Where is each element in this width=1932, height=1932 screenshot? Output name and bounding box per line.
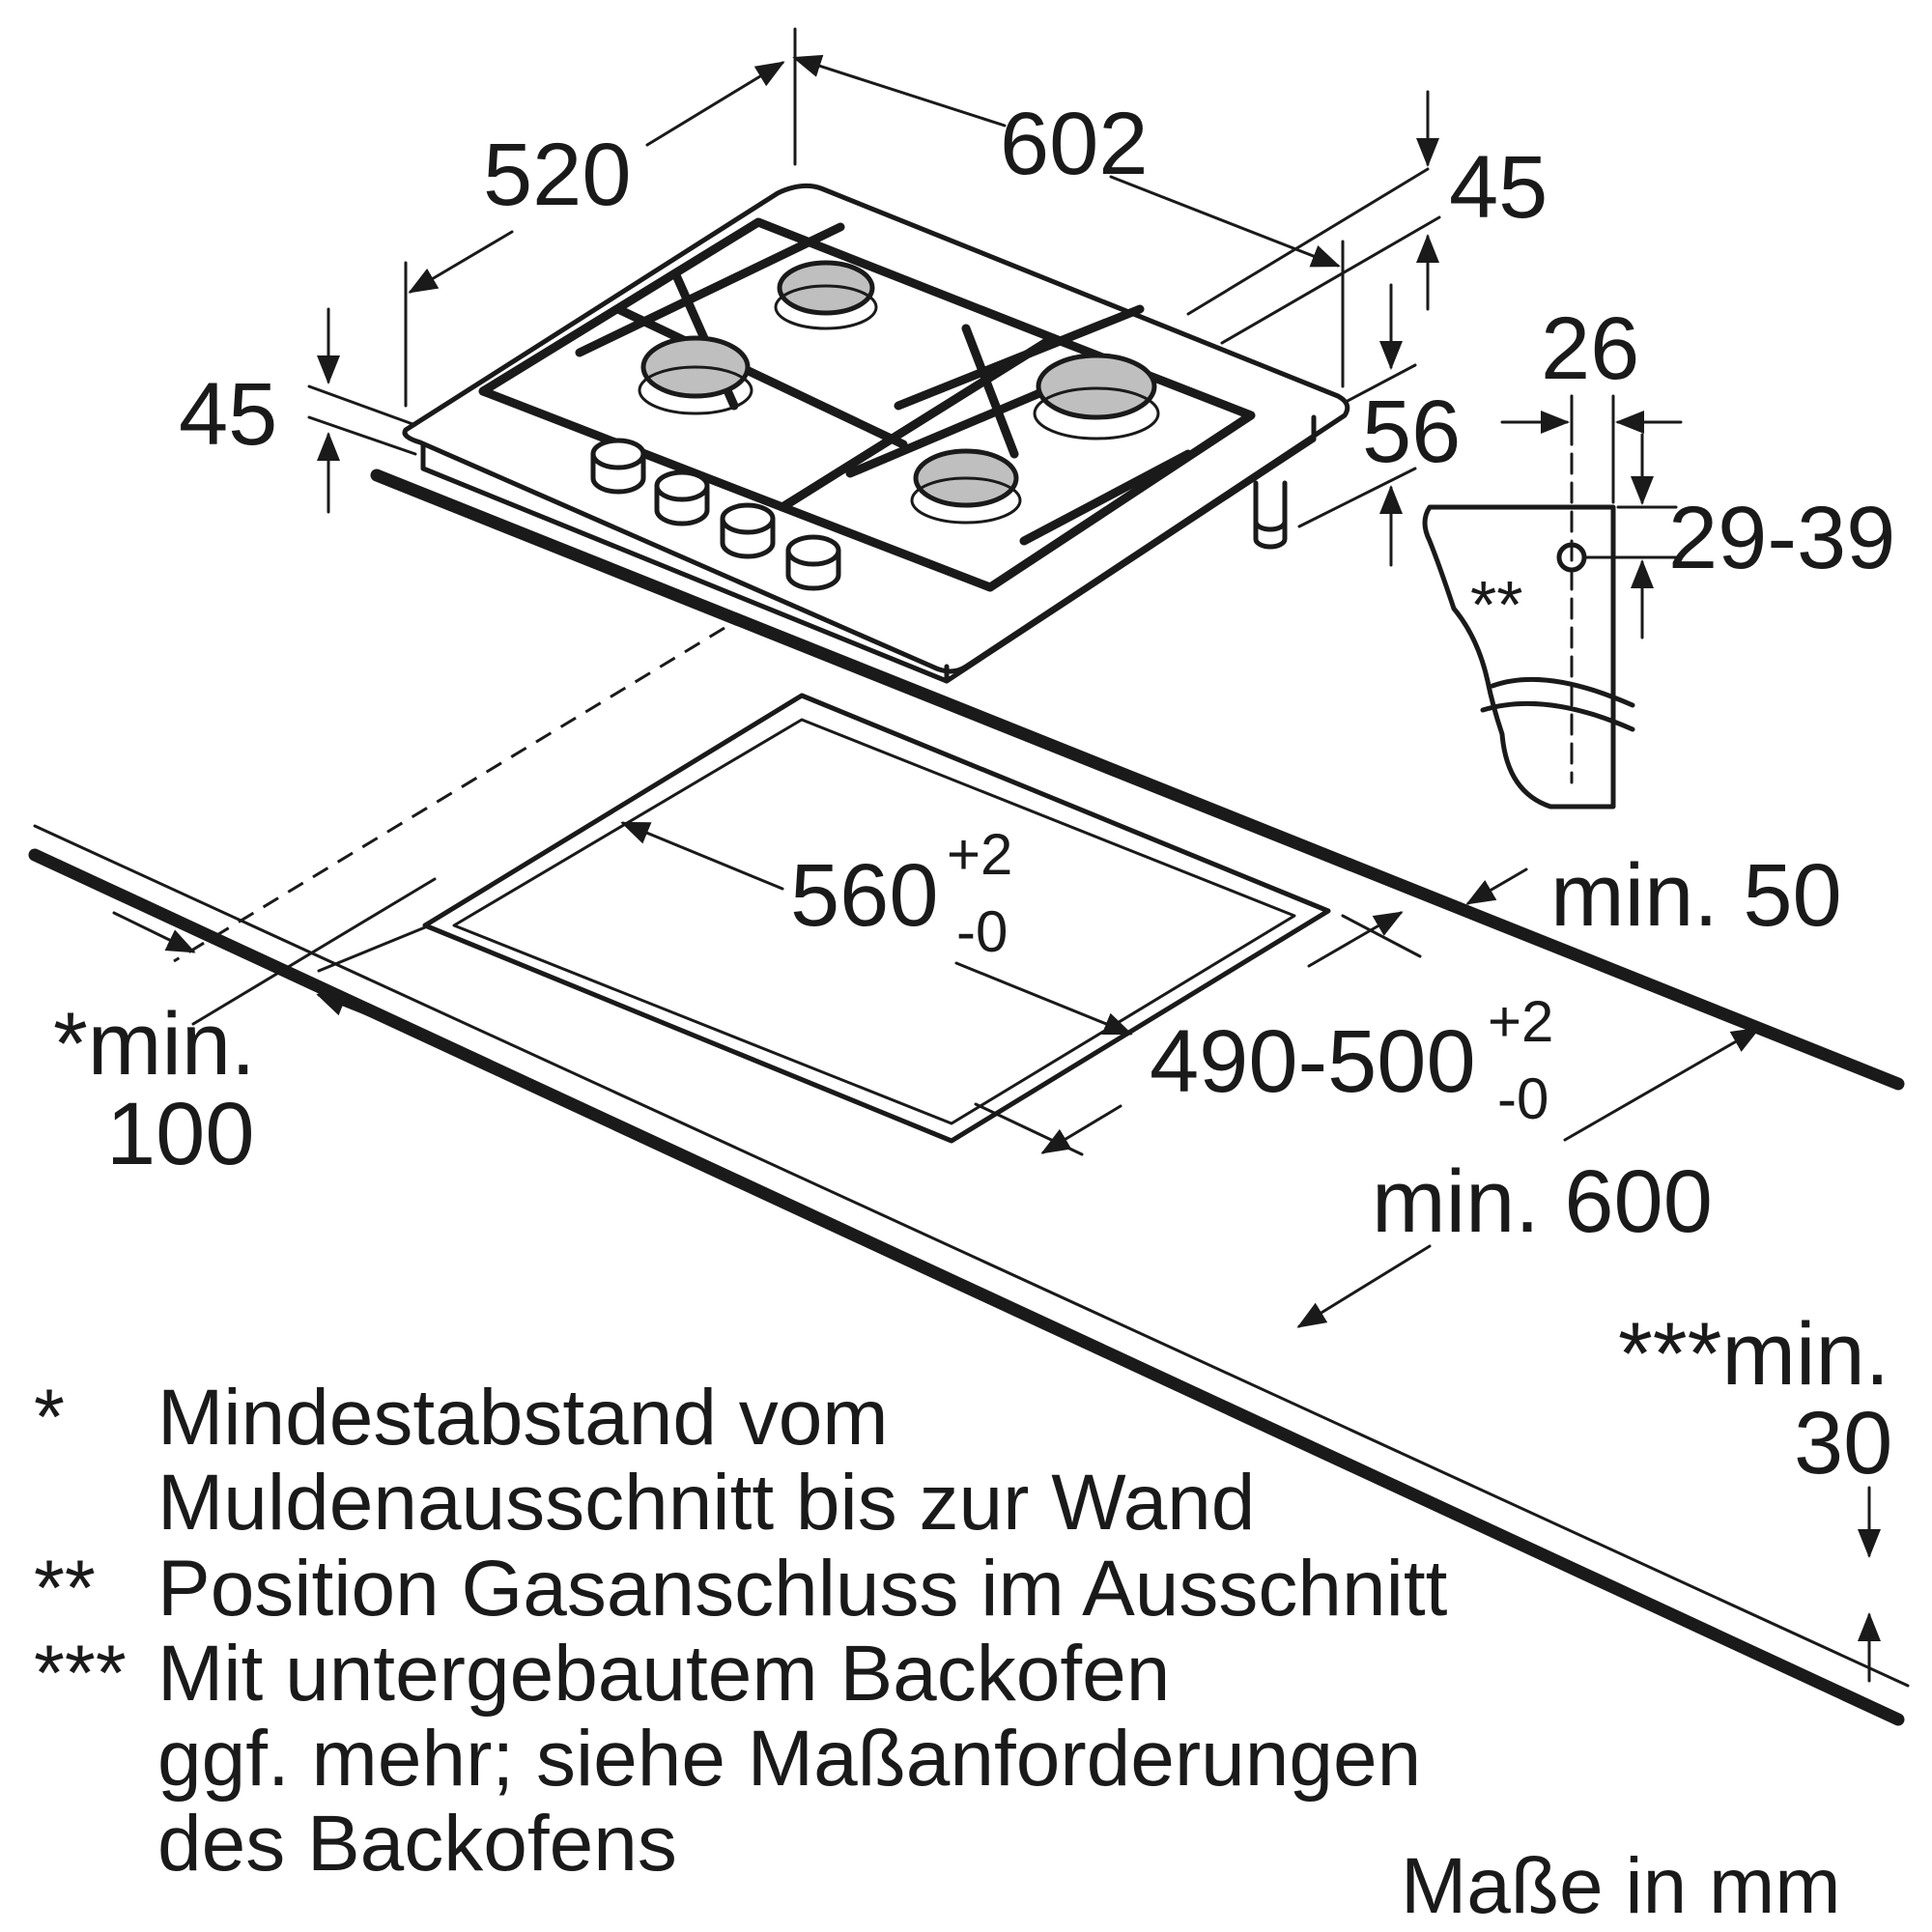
note-1-line-2: Muldenausschnitt bis zur Wand [157, 1459, 1255, 1547]
min-50-label: min. 50 [1550, 846, 1842, 945]
burner-front-left [638, 335, 753, 415]
min-100-label: *min. [53, 995, 256, 1094]
note-3-line-1: Mit untergebautem Backofen [157, 1630, 1170, 1718]
gas-position-marker: ** [1470, 567, 1522, 642]
burner-rear-left [774, 260, 878, 330]
dim-29-39: 29-39 [1668, 489, 1895, 587]
units-label: Maße in mm [1401, 1842, 1841, 1930]
footnotes: * Mindestabstand vom Muldenausschnitt bi… [34, 1374, 1841, 1930]
gas-connector [1253, 480, 1288, 550]
note-3-line-2: ggf. mehr; siehe Maßanforderungen [157, 1715, 1421, 1803]
dim-26: 26 [1541, 299, 1639, 398]
dim-45-right: 45 [1449, 138, 1548, 237]
dim-45-left: 45 [179, 365, 277, 464]
dim-602: 602 [1000, 95, 1149, 193]
control-knobs [590, 438, 841, 591]
min-30-value: 30 [1794, 1394, 1892, 1492]
note-1-marker: * [34, 1374, 65, 1462]
dim-560-value: 560 [790, 846, 939, 945]
note-3-line-3: des Backofens [157, 1800, 677, 1888]
gas-connection-detail [1422, 394, 1635, 810]
dim-490-500: 490-500 +2 -0 [1150, 989, 1553, 1131]
note-1-line-1: Mindestabstand vom [157, 1374, 889, 1462]
min-100-value: 100 [106, 1085, 255, 1183]
burner-front-right [910, 448, 1022, 525]
dimension-labels: 602 520 45 45 56 26 29-39 ** min. 50 560… [53, 95, 1895, 1492]
dim-560-tol-minus: -0 [956, 899, 1008, 964]
dim-560-tol-plus: +2 [947, 822, 1012, 887]
note-3-marker: *** [34, 1630, 127, 1718]
dim-490-500-tol-plus: +2 [1488, 989, 1553, 1054]
burner-rear-right [1033, 353, 1160, 440]
min-30-label: ***min. [1618, 1305, 1889, 1404]
cutout [422, 693, 1331, 1144]
dim-520: 520 [483, 126, 632, 224]
note-2-line-1: Position Gasanschluss im Ausschnitt [157, 1545, 1448, 1633]
dim-56: 56 [1362, 383, 1461, 481]
hob-illustration [402, 183, 1350, 684]
min-600-label: min. 600 [1372, 1152, 1713, 1251]
dim-490-500-value: 490-500 [1150, 1012, 1476, 1111]
dimension-lines [112, 27, 1881, 1683]
dim-490-500-tol-minus: -0 [1497, 1066, 1548, 1131]
dim-560: 560 +2 -0 [790, 822, 1012, 964]
note-2-marker: ** [34, 1545, 96, 1633]
